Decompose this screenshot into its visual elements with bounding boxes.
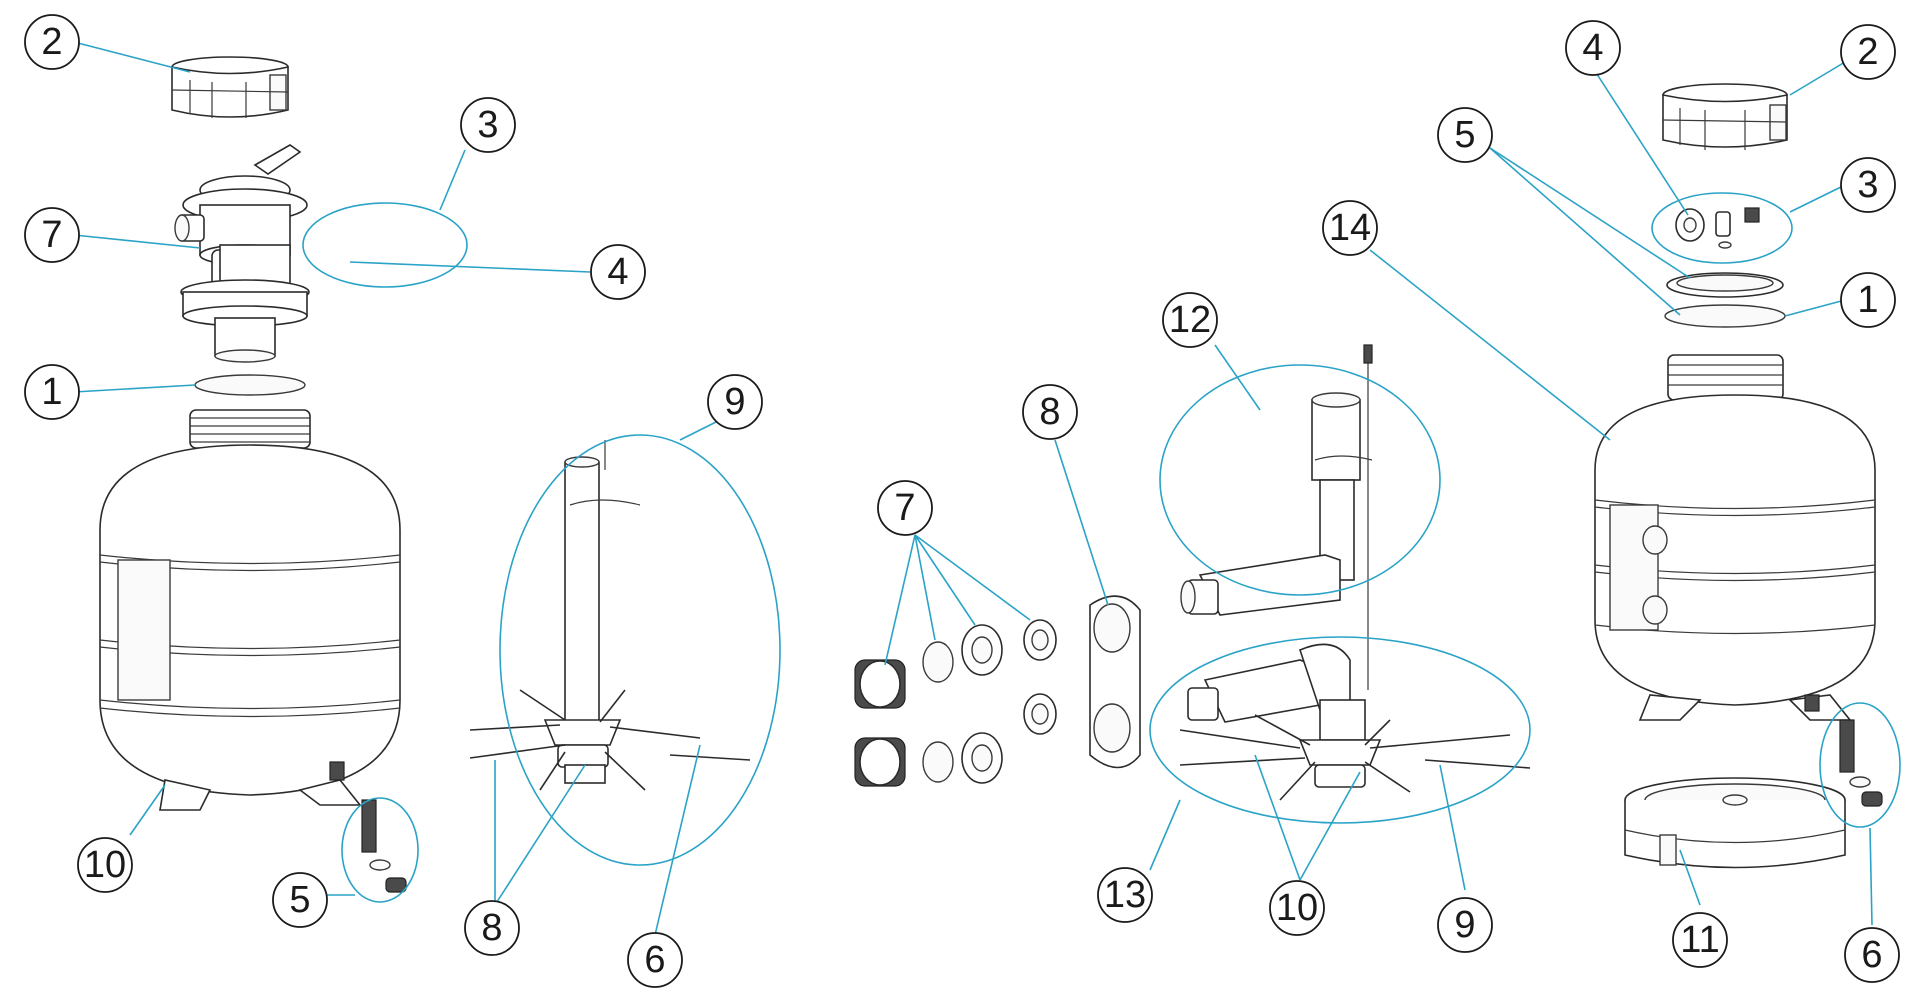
callout-r6: 6	[1844, 927, 1900, 983]
callout-number: 9	[1454, 904, 1475, 946]
middle-pipe-assembly	[1180, 344, 1373, 690]
callout-r2: 2	[1840, 24, 1896, 80]
callout-m8: 8	[1022, 384, 1078, 440]
callout-m10: 10	[1269, 880, 1325, 936]
callout-number: 6	[644, 939, 665, 981]
left-tank	[99, 409, 401, 811]
callout-number: 10	[84, 844, 126, 886]
left-o-ring	[194, 374, 306, 396]
callout-l6: 6	[627, 932, 683, 988]
right-leaders	[1369, 61, 1901, 926]
callout-l9: 9	[707, 374, 763, 430]
callout-number: 8	[481, 907, 502, 949]
callout-l3: 3	[460, 97, 516, 153]
right-small-parts	[1675, 207, 1760, 249]
callout-number: 4	[1582, 27, 1603, 69]
callout-number: 1	[41, 371, 62, 413]
callout-number: 3	[477, 104, 498, 146]
callout-number: 4	[607, 251, 628, 293]
callout-number: 9	[724, 381, 745, 423]
callout-r3: 3	[1840, 157, 1896, 213]
right-lock-ring	[1662, 83, 1788, 150]
right-base	[1624, 777, 1846, 869]
callout-number: 14	[1329, 207, 1371, 249]
callout-m12: 12	[1162, 292, 1218, 348]
left-lock-ring	[171, 56, 289, 118]
callout-number: 7	[894, 487, 915, 529]
callout-m13: 13	[1097, 867, 1153, 923]
callout-number: 13	[1104, 874, 1146, 916]
callout-number: 2	[41, 21, 62, 63]
right-lid-and-o-ring	[1664, 272, 1786, 328]
left-drain-parts	[361, 799, 407, 893]
left-leaders	[73, 41, 781, 936]
callout-l7: 7	[24, 207, 80, 263]
callout-number: 2	[1857, 31, 1878, 73]
callout-number: 7	[41, 214, 62, 256]
callout-number: 12	[1169, 299, 1211, 341]
callout-l10: 10	[77, 837, 133, 893]
callout-m7: 7	[877, 480, 933, 536]
middle-leaders	[884, 344, 1531, 891]
callout-number: 11	[1680, 919, 1719, 961]
callout-m9: 9	[1437, 897, 1493, 953]
callout-r14: 14	[1322, 200, 1378, 256]
callout-l2: 2	[24, 14, 80, 70]
callout-number: 6	[1861, 934, 1882, 976]
callout-l8: 8	[464, 900, 520, 956]
left-lateral-assembly	[469, 440, 751, 791]
callout-l4: 4	[590, 244, 646, 300]
middle-lateral-assembly	[1179, 643, 1531, 801]
callout-l5: 5	[272, 872, 328, 928]
callout-l1: 1	[24, 364, 80, 420]
middle-union-set	[854, 619, 1057, 787]
right-drain-parts	[1839, 719, 1883, 807]
middle-connector-plate	[1089, 595, 1141, 769]
callout-r1: 1	[1840, 272, 1896, 328]
callout-number: 1	[1857, 279, 1878, 321]
callout-number: 3	[1857, 164, 1878, 206]
callout-number: 10	[1276, 887, 1318, 929]
callout-r4: 4	[1565, 20, 1621, 76]
callout-number: 5	[1454, 114, 1475, 156]
callout-r11: 11	[1672, 912, 1728, 968]
callout-number: 8	[1039, 391, 1060, 433]
right-tank	[1594, 354, 1876, 721]
callout-r5: 5	[1437, 107, 1493, 163]
callout-number: 5	[289, 879, 310, 921]
left-multiport-valve	[174, 144, 310, 363]
